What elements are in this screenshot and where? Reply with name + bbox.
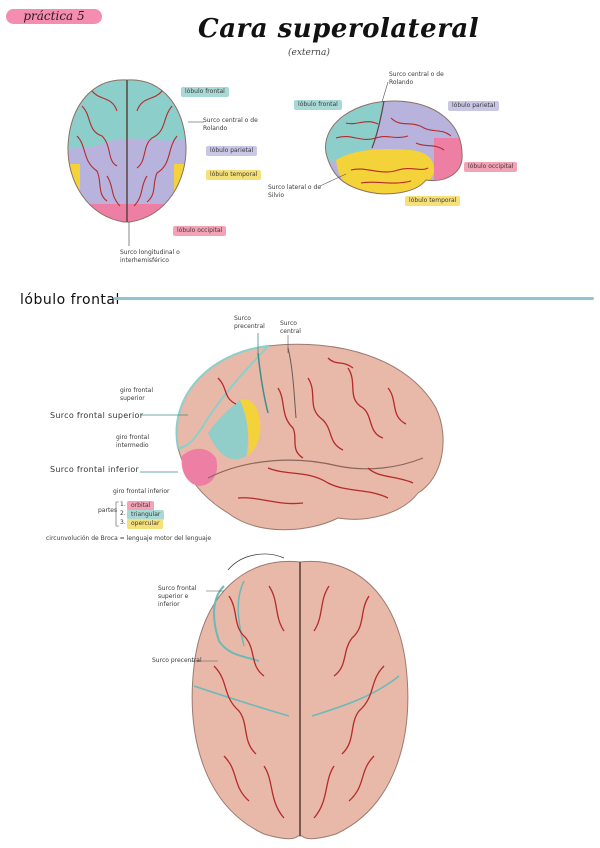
brain-top-view-frontal [191, 560, 409, 840]
label-superior-frontal-gyrus: giro frontal superior [120, 387, 154, 402]
pointer-line [381, 81, 389, 103]
brain-top-view-colored [67, 79, 187, 223]
part-opercular: opercular [127, 519, 164, 529]
part-number: 3. [120, 519, 126, 526]
label-longitudinal-sulcus: Surco longitudinal o interhemisférico [120, 249, 180, 264]
pointer-line [140, 471, 178, 473]
part-orbital: orbital [127, 501, 155, 511]
pointer-line [128, 222, 130, 246]
part-number: 1. [120, 501, 126, 508]
label-superior-frontal-sulcus: Surco frontal superior [50, 411, 144, 420]
label-inferior-frontal-gyrus: giro frontal inferior [113, 488, 170, 495]
page-subtitle: (externa) [288, 48, 330, 58]
label-sup-inf-frontal-sulcus: Surco frontal superior e inferior [158, 585, 197, 608]
section-heading: lóbulo frontal [20, 292, 120, 308]
brain-lateral-frontal-detail [175, 343, 444, 531]
label-parts: partes [98, 507, 118, 514]
page-title: Cara superolateral [198, 14, 480, 44]
label-temporal-lobe-topright: lóbulo temporal [405, 196, 461, 206]
bracket [115, 501, 119, 527]
pointer-line [188, 121, 204, 123]
label-lateral-sulcus-topright: Surco lateral o de Silvio [268, 184, 322, 199]
label-occipital-lobe-topleft: lóbulo occipital [173, 226, 227, 236]
part-number: 2. [120, 510, 126, 517]
label-occipital-lobe-topright: lóbulo occipital [464, 162, 518, 172]
label-precentral-sulcus: Surco precentral [234, 315, 265, 330]
practice-badge: práctica 5 [6, 9, 102, 24]
broca-note: circunvolución de Broca = lenguaje motor… [46, 535, 212, 542]
brain-lateral-view-colored [325, 100, 463, 195]
pointer-line [190, 660, 218, 662]
pointer-line [140, 414, 188, 416]
section-rule [114, 297, 594, 300]
pointer-line [257, 333, 259, 353]
label-central-sulcus-middle: Surco central [280, 320, 301, 335]
label-frontal-lobe-topleft: lóbulo frontal [181, 87, 229, 97]
label-precentral-sulcus-bottom: Surco precentral [152, 657, 202, 664]
part-triangular: triangular [127, 510, 165, 520]
label-central-sulcus-topright: Surco central o de Rolando [389, 71, 444, 86]
label-parietal-lobe-topleft: lóbulo parietal [206, 146, 258, 156]
label-middle-frontal-gyrus: giro frontal intermedio [116, 434, 150, 449]
label-central-sulcus-topleft: Surco central o de Rolando [203, 117, 258, 132]
label-temporal-lobe-topleft: lóbulo temporal [206, 170, 262, 180]
label-frontal-lobe-topright: lóbulo frontal [294, 100, 342, 110]
pointer-line [319, 173, 347, 187]
label-parietal-lobe-topright: lóbulo parietal [448, 101, 500, 111]
pointer-line [206, 590, 224, 592]
label-inferior-frontal-sulcus: Surco frontal inferior [50, 465, 140, 474]
arc-annotation [227, 553, 285, 571]
pointer-line [287, 335, 289, 353]
